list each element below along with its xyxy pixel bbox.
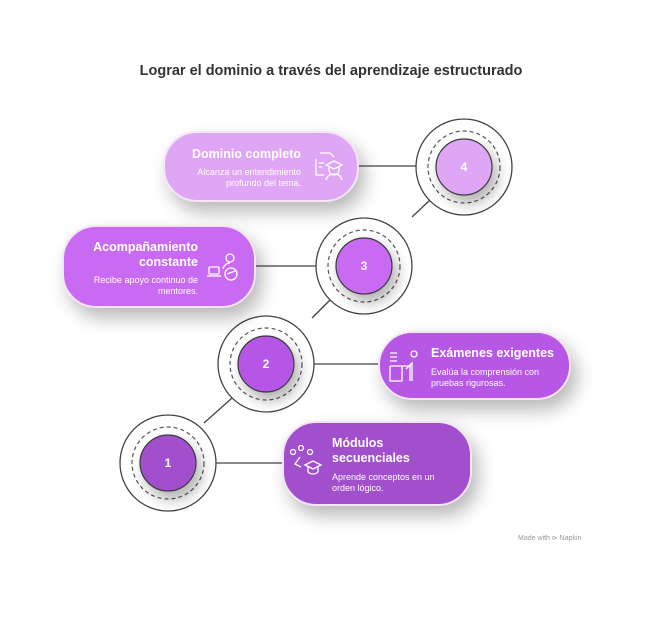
step-card-1: Módulos secuenciales Aprende conceptos e… [282,421,472,506]
outer-ring-1 [119,414,217,512]
step-disc-3 [335,237,393,295]
outer-ring-3 [315,217,413,315]
diagonal-2-1 [203,397,233,424]
dashed-ring-4 [427,130,501,204]
step-title: Acompañamiento constante [93,240,198,269]
outer-ring-2 [217,315,315,413]
step-description: Alcanza un entendimiento profundo del te… [197,167,301,188]
step-disc-4 [435,138,493,196]
step-card-4: Dominio completo Alcanza un entendimient… [163,131,359,202]
step-title: Módulos secuenciales [332,436,410,465]
step-title: Exámenes exigentes [431,346,554,360]
step-description: Evalúa la comprensión con pruebas riguro… [431,367,540,388]
step-description: Aprende conceptos en un orden lógico. [332,472,435,493]
dashed-ring-1 [131,426,205,500]
diagram-title: Lograr el dominio a través del aprendiza… [139,63,523,79]
mentor-support-icon [207,253,238,281]
step-number-1: 1 [164,456,172,470]
step-disc-2 [237,335,295,393]
exam-desk-icon [389,350,418,382]
outer-ring-4 [415,118,513,216]
step-card-2: Exámenes exigentes Evalúa la comprensión… [378,331,571,400]
dashed-ring-2 [229,327,303,401]
graduate-document-icon [315,152,344,181]
step-number-4: 4 [460,160,468,174]
napkin-watermark: Made with ⊳ Napkin [518,535,582,542]
step-number-2: 2 [262,357,270,371]
step-number-3: 3 [360,259,368,273]
step-title: Dominio completo [191,147,301,161]
diagonal-4-3 [411,199,431,218]
step-description: Recibe apoyo continuo de mentores. [93,275,198,296]
step-card-3: Acompañamiento constante Recibe apoyo co… [62,225,256,308]
diagonal-3-2 [311,299,331,319]
modules-graduation-icon [289,445,323,475]
step-disc-1 [139,434,197,492]
dashed-ring-3 [327,229,401,303]
